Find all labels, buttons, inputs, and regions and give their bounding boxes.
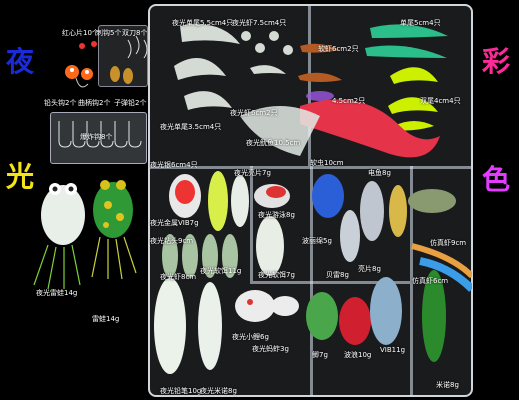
- label-yg-ruanyu: 夜光软饵11g: [200, 267, 242, 275]
- label-yg-haoyu: 夜光游泳8g: [258, 211, 295, 219]
- label-zidan: 子弹铅2个: [114, 99, 147, 107]
- label-bolinmian: 波丽绵5g: [302, 237, 332, 245]
- label-shuangwei: 双尾4cm4只: [420, 97, 461, 105]
- label-shuangdao: 双刀8个: [122, 29, 148, 37]
- jig-heads-icon: [65, 35, 148, 88]
- soft-lures-icon: [154, 24, 472, 374]
- label-yg-ruanyu2: 夜光软饵7g: [258, 271, 295, 279]
- label-yg-qianbi: 夜光铅笔10g: [160, 387, 202, 395]
- label-yg-xia3: 夜光虾8cm: [160, 273, 197, 281]
- box-divider: [410, 166, 413, 396]
- label-yg-danwei2: 夜光单尾3.5cm4只: [160, 123, 222, 131]
- label-ruanchong: 软虫10cm: [310, 159, 344, 167]
- hooks-icon: [58, 121, 142, 148]
- label-bei: 贝雷8g: [326, 271, 349, 279]
- label-vib: VIB11g: [380, 346, 406, 354]
- label-dian: 电鱼8g: [368, 169, 391, 177]
- box-divider: [250, 166, 253, 281]
- label-danwei: 单尾5cm4只: [400, 19, 441, 27]
- label-qubing: 曲柄钩2个: [78, 99, 111, 107]
- corner-char-cai: 彩: [482, 45, 511, 78]
- label-qiantou: 铅头钩2个: [44, 99, 77, 107]
- box-divider: [308, 6, 311, 166]
- label-hongxin: 红心片10个: [62, 29, 99, 37]
- label-ciguo: 刺钩5个: [96, 29, 122, 37]
- corner-char-se: 色: [482, 163, 511, 196]
- label-bolang: 波浪10g: [344, 351, 372, 359]
- label-yg-danwei1: 夜光单尾5.5cm4只: [172, 19, 234, 27]
- label-yg-xia2: 夜光虾6cm2只: [230, 109, 278, 117]
- label-yg-yaoyao: 夜光银6cm4只: [150, 161, 198, 169]
- label-yg-minuo: 夜光米诺8g: [200, 387, 237, 395]
- label-yg-xiaoyu: 夜光小鲤6g: [232, 333, 269, 341]
- label-yg-zuan: 夜光钻头9cm: [150, 237, 194, 245]
- label-zhangyu: 4.5cm2只: [332, 97, 366, 105]
- label-leiwa: 雷蛙14g: [92, 315, 120, 323]
- corner-char-guang: 光: [6, 160, 35, 193]
- label-mi7: 鲫7g: [312, 351, 328, 359]
- label-yg-bosha: 夜光蚂蚱3g: [252, 345, 289, 353]
- label-yg-zhang: 夜光鱿鱼10.5cm: [246, 139, 301, 147]
- tray-small-top-left: [98, 25, 148, 87]
- frog-lures-icon: [33, 180, 137, 290]
- label-minuo: 米诺8g: [436, 381, 459, 389]
- label-ruanxia: 软虾6cm2只: [318, 45, 359, 53]
- label-jinyin: 夜光金属VIB7g: [150, 219, 199, 227]
- tray-hooks: [50, 112, 147, 164]
- label-yg-qiwa: 夜光雷蛙14g: [36, 289, 78, 297]
- label-jinshu: 亮片8g: [358, 265, 381, 273]
- label-fangzhen: 仿真虾6cm: [412, 277, 449, 285]
- label-shrimp: 仿真虾9cm: [430, 239, 467, 247]
- box-divider: [250, 281, 410, 284]
- label-hooks: 爆炸钩8个: [80, 133, 113, 141]
- label-yg-xia: 夜光虾7.5cm4只: [232, 19, 287, 27]
- corner-char-ye: 夜: [6, 45, 35, 78]
- label-yg-weibei: 夜光亮片7g: [234, 169, 271, 177]
